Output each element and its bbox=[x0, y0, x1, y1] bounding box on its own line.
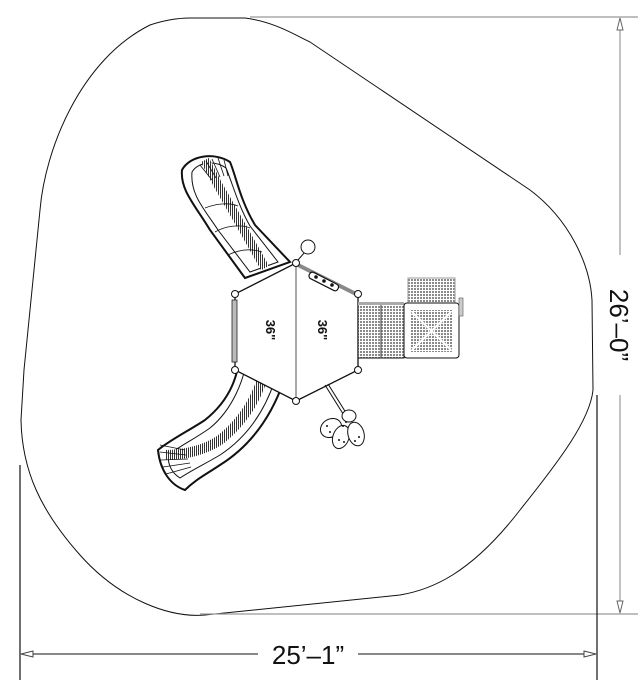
arrow-right-icon bbox=[583, 650, 597, 658]
height-dimension: 26’–0” bbox=[200, 16, 638, 615]
leaf-climber bbox=[319, 383, 365, 450]
deck-posts bbox=[231, 259, 362, 405]
arrow-down-icon bbox=[616, 600, 624, 614]
arrow-up-icon bbox=[616, 17, 624, 31]
use-zone-boundary bbox=[20, 17, 594, 616]
deck-left-height-label: 36" bbox=[263, 320, 278, 341]
width-dimension: 25’–1” bbox=[19, 395, 598, 680]
width-dimension-label: 25’–1” bbox=[272, 640, 344, 670]
hex-deck: 36" 36" bbox=[231, 239, 362, 405]
steering-wheel-panel bbox=[308, 271, 340, 292]
height-dimension-label: 26’–0” bbox=[604, 289, 634, 361]
upper-slide bbox=[180, 155, 292, 280]
post-cap-ball bbox=[300, 239, 316, 255]
step-platform bbox=[357, 302, 405, 359]
deck-right-height-label: 36" bbox=[315, 320, 330, 341]
climber-block bbox=[403, 277, 464, 359]
left-barrier-panel bbox=[231, 299, 238, 363]
arrow-left-icon bbox=[20, 650, 34, 658]
